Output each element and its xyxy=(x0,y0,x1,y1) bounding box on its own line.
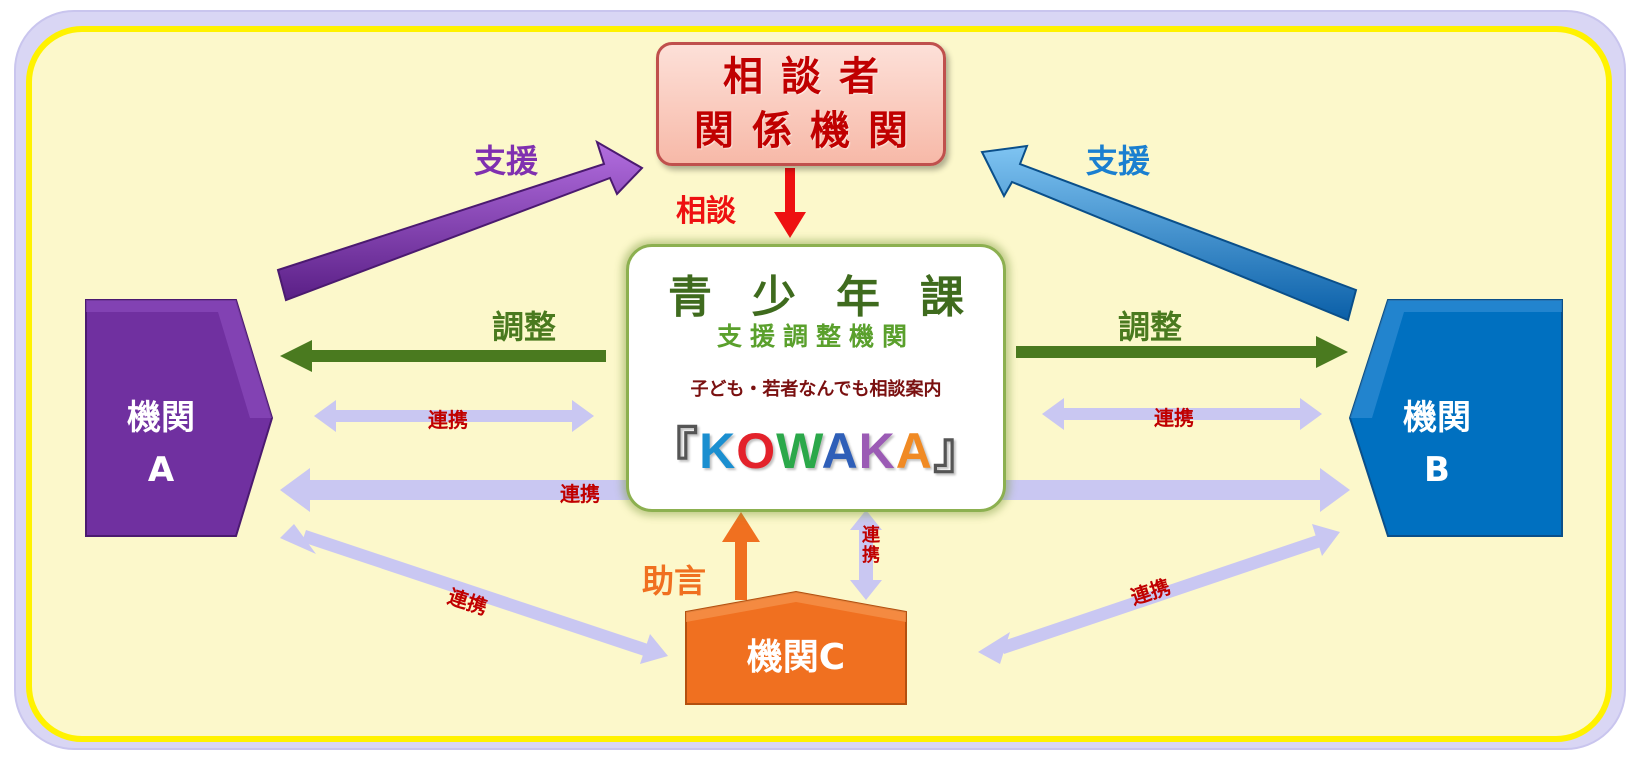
kowaka-logo: 『KOWAKA』 xyxy=(629,411,1003,483)
agency-a-line2: A xyxy=(147,450,175,490)
agency-b-line1: 機関 xyxy=(1403,398,1471,438)
adjust-label-right: 調整 xyxy=(1118,308,1183,346)
division-subtitle: 支援調整機関 xyxy=(716,322,915,351)
advice-label: 助言 xyxy=(642,562,707,600)
kowaka-letter: W xyxy=(776,423,822,479)
agency-c: 機関C xyxy=(686,632,906,684)
adjust-label-left: 調整 xyxy=(492,308,557,346)
agency-c-shape xyxy=(685,590,907,705)
kowaka-letter: K xyxy=(858,423,896,479)
agency-b-line2: B xyxy=(1424,450,1450,490)
support-arrow-right xyxy=(980,144,1358,322)
kowaka-letter: A xyxy=(895,423,933,479)
division-name: 青少年課 xyxy=(668,272,1004,323)
youth-division-box: 青少年課 支援調整機関 子ども・若者なんでも相談案内 『KOWAKA』 xyxy=(626,244,1006,512)
client-line1: 相談者 xyxy=(723,54,897,100)
kowaka-bracket-open: 『 xyxy=(648,423,700,479)
kowaka-letter: A xyxy=(821,423,859,479)
kowaka-letter: O xyxy=(736,423,777,479)
link-arrow-b xyxy=(1042,398,1322,430)
link-arrow-a xyxy=(314,400,594,432)
agency-c-label: 機関C xyxy=(746,637,846,678)
link-label-main: 連携 xyxy=(560,482,600,506)
kowaka-bracket-close: 』 xyxy=(932,423,984,479)
division-description: 子ども・若者なんでも相談案内 xyxy=(690,379,942,400)
support-arrow-left xyxy=(276,139,644,302)
link-arrow-bc xyxy=(978,524,1340,664)
client-box: 相談者 関係機関 xyxy=(656,42,946,166)
link-arrow-ac xyxy=(280,524,668,664)
agency-a: 機関 A xyxy=(86,392,236,496)
support-label-right: 支援 xyxy=(1086,142,1151,180)
link-label-b: 連携 xyxy=(1154,406,1194,430)
link-arrow-vertical xyxy=(850,510,882,600)
adjust-arrow-left xyxy=(280,340,606,372)
client-line2: 関係機関 xyxy=(694,108,926,154)
kowaka-letters: KOWAKA xyxy=(699,423,933,479)
agency-b: 機関 B xyxy=(1362,392,1512,496)
advice-arrow xyxy=(722,512,760,600)
link-label-a: 連携 xyxy=(428,408,468,432)
adjust-arrow-right xyxy=(1016,336,1348,368)
agency-a-line1: 機関 xyxy=(127,398,195,438)
kowaka-letter: K xyxy=(699,423,737,479)
support-label-left: 支援 xyxy=(474,142,539,180)
consult-arrow xyxy=(774,168,806,238)
link-label-vertical: 連携 xyxy=(862,525,880,566)
consult-label: 相談 xyxy=(676,194,736,229)
